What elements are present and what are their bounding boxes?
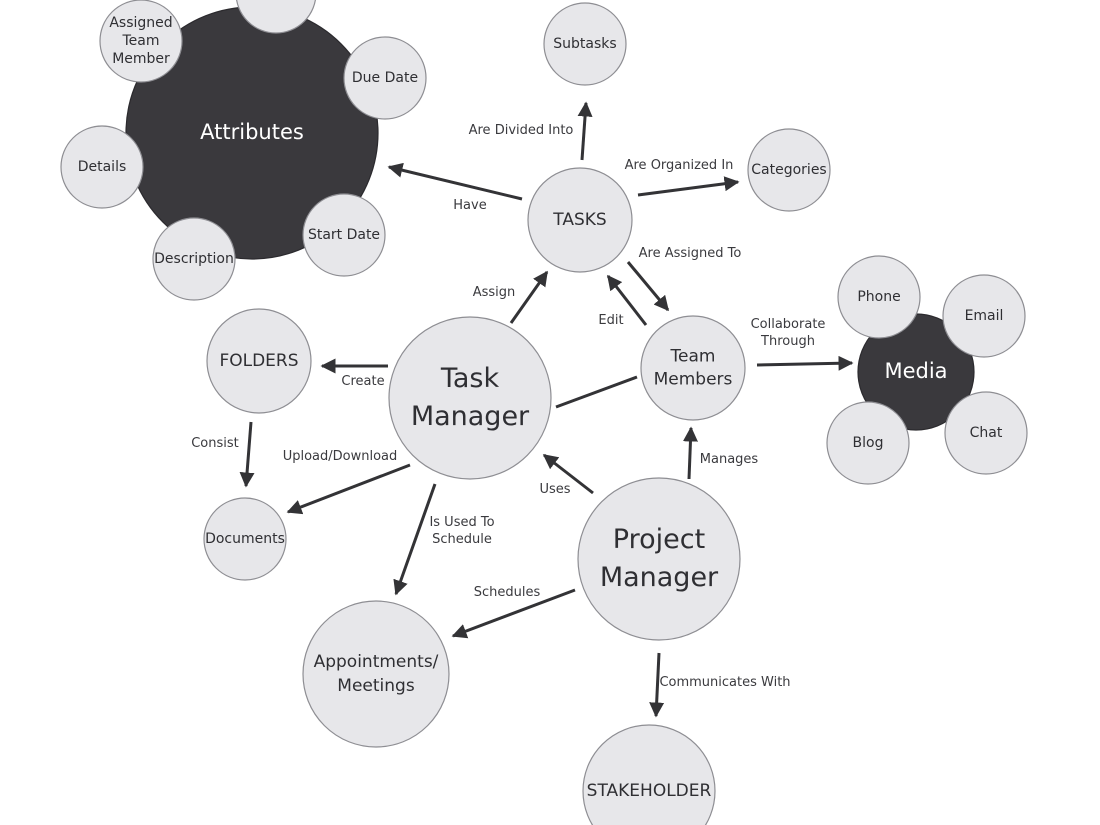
node-chat: Chat [944,391,1028,475]
edge-label-have: Have [453,198,486,213]
node-appointments-label: Appointments/Meetings [314,652,439,696]
node-details: Details [60,125,144,209]
node-stakeholder: STAKEHOLDER [582,724,716,825]
connector-arrow-10 [239,421,255,488]
node-phone: Phone [837,255,921,339]
edges-layer [239,101,854,718]
node-description-circle [152,217,236,301]
connector-arrow-11 [286,463,411,515]
node-description-label: Description [154,251,234,267]
node-folders-circle [206,308,312,414]
connector-arrow-14 [682,426,698,480]
connector-arrow-7 [756,355,854,371]
node-appointments: Appointments/Meetings [302,600,450,748]
node-details-label: Details [78,159,127,175]
node-categories-label: Categories [751,162,826,178]
edge-label-uses: Uses [539,482,570,497]
node-email-label: Email [965,308,1004,324]
node-blog: Blog [826,401,910,485]
node-phone-circle [837,255,921,339]
connector-arrow-6 [606,274,648,326]
node-tasks-circle [527,167,633,273]
connector-arrow-13 [542,453,594,495]
node-media: Media [857,313,975,431]
node-details-circle [60,125,144,209]
node-attributes-label: Attributes [200,120,304,144]
node-subtasks: Subtasks [543,2,627,86]
edge-label-edit: Edit [598,313,623,328]
node-start-date-circle [302,193,386,277]
edge-label-upload: Upload/Download [283,449,398,464]
node-email: Email [942,274,1026,358]
node-documents-label: Documents [205,531,285,547]
node-subtasks-label: Subtasks [553,36,616,52]
node-chat-circle [944,391,1028,475]
node-subtasks-circle [543,2,627,86]
node-documents: Documents [203,497,287,581]
connector-arrow-1 [387,162,523,201]
node-due-date-label: Due Date [352,70,418,86]
connector-arrow-3 [637,176,740,197]
node-phone-label: Phone [857,289,900,305]
node-blog-circle [826,401,910,485]
edge-label-divided: Are Divided Into [469,123,574,138]
node-appointments-circle [302,600,450,748]
node-folders: FOLDERS [206,308,312,414]
edge-label-organized: Are Organized In [625,158,734,173]
node-email-circle [942,274,1026,358]
node-task-manager-circle [388,316,552,480]
node-team-members-circle [640,315,746,421]
node-tasks-label: TASKS [552,210,606,230]
node-categories-circle [747,128,831,212]
node-priority [236,0,316,34]
connector-arrow-16 [649,652,665,718]
node-stakeholder-circle [582,724,716,825]
node-start-date-label: Start Date [308,227,380,243]
node-assigned-member-circle [99,0,183,83]
node-categories: Categories [747,128,831,212]
connector-arrow-8 [555,375,638,409]
edge-label-consist: Consist [191,436,239,451]
edge-label-assign: Assign [473,285,516,300]
node-start-date: Start Date [302,193,386,277]
edge-label-schedules: Schedules [474,585,541,600]
node-stakeholder-label: STAKEHOLDER [587,781,712,801]
edge-label-communicates: Communicates With [659,675,790,690]
node-documents-circle [203,497,287,581]
connector-arrow-4 [626,261,670,312]
node-project-manager-circle [577,477,741,641]
node-due-date-circle [343,36,427,120]
node-blog-label: Blog [853,435,884,451]
node-due-date: Due Date [343,36,427,120]
node-priority-circle [236,0,316,34]
edge-label-manages: Manages [700,452,759,467]
connector-arrow-12 [393,483,437,596]
edge-label-assigned-to: Are Assigned To [639,246,742,261]
connector-arrow-5 [509,270,549,324]
node-tasks: TASKS [527,167,633,273]
connector-arrow-15 [451,588,576,639]
node-media-label: Media [884,359,947,383]
edge-label-create: Create [341,374,384,389]
node-folders-label: FOLDERS [219,351,298,371]
node-chat-label: Chat [970,425,1003,441]
connector-arrow-2 [577,101,593,161]
node-description: Description [152,217,236,301]
